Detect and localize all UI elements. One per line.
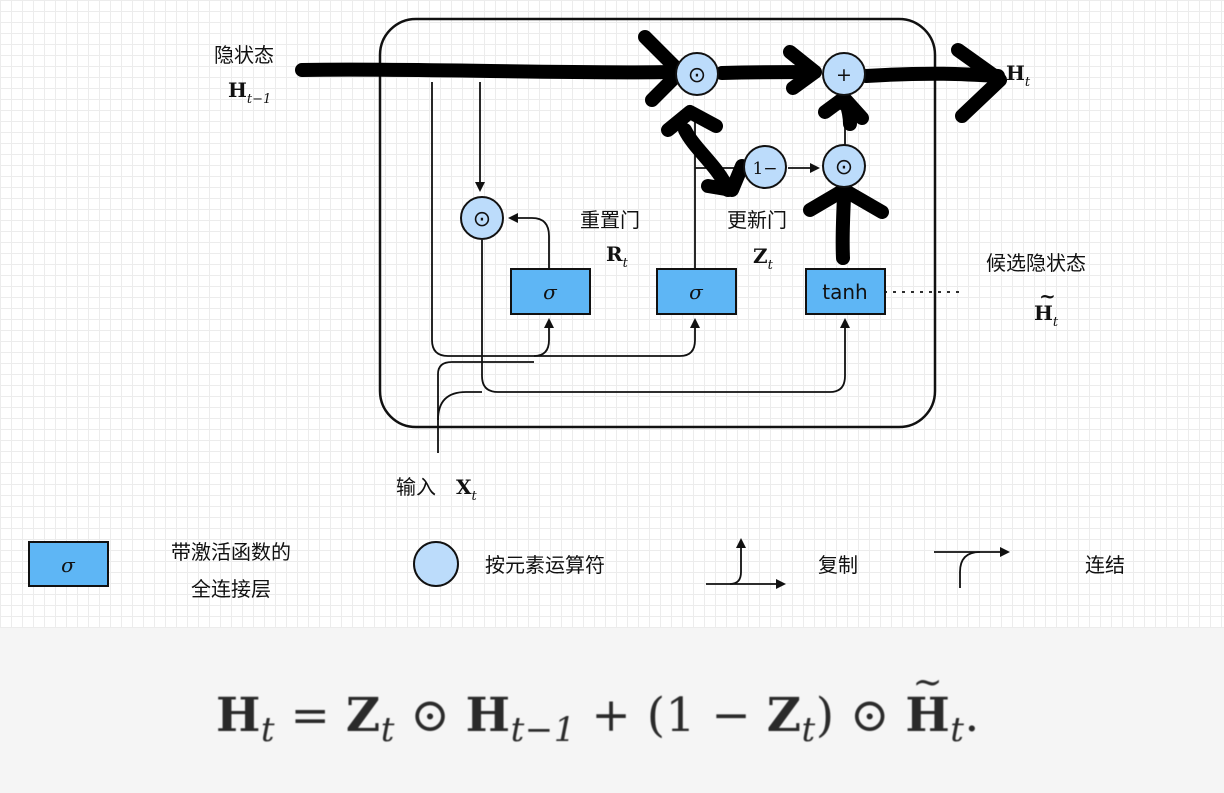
odot-top: ⊙: [675, 52, 719, 96]
legend-concat-label: 连结: [1085, 553, 1125, 577]
diagram-area: [0, 0, 1224, 628]
h-prev-label: Ht−1: [228, 78, 271, 107]
gru-update-equation: Ht = Zt ⊙ Ht−1 + (1 − Zt) ⊙ ~Ht.: [216, 662, 980, 750]
tanh-box: tanh: [805, 268, 886, 315]
one-minus-symbol: 1−: [752, 159, 777, 179]
update-sigma-label: σ: [689, 280, 704, 304]
legend-fc-box: [28, 541, 109, 587]
input-label: 输入: [396, 475, 436, 499]
r-label: Rt: [606, 242, 629, 271]
equation-area: [0, 628, 1224, 793]
gru-cell-frame: [378, 17, 937, 429]
reset-gate-label: 重置门: [580, 208, 640, 232]
update-sigma-box: σ: [656, 268, 737, 315]
reset-sigma-label: σ: [543, 280, 558, 304]
legend-elementwise-label: 按元素运算符: [485, 553, 605, 577]
gru-diagram: ⊙ ⊙ + 1− ⊙ σ σ tanh 隐状态 Ht−1 Ht 重置门 Rt 更…: [28, 17, 1125, 601]
odot-candidate: ⊙: [822, 144, 866, 188]
legend: σ 带激活函数的 全连接层 按元素运算符 复制 连结: [28, 538, 1125, 601]
legend-elementwise-circle: [413, 541, 459, 587]
legend-copy-label: 复制: [818, 553, 858, 577]
odot-candidate-symbol: ⊙: [835, 155, 853, 180]
x-label: Xt: [456, 475, 478, 504]
legend-fc-line2: 全连接层: [191, 577, 271, 601]
plus-symbol: +: [836, 64, 852, 86]
odot-reset-symbol: ⊙: [473, 207, 491, 232]
legend-fc-sigma: σ: [61, 553, 76, 577]
tanh-label: tanh: [822, 280, 867, 304]
h-tilde-term: ~H: [905, 662, 951, 743]
h-tilde-label: Ht: [1034, 301, 1059, 330]
update-gate-label: 更新门: [727, 208, 787, 232]
one-minus-node: 1−: [743, 145, 787, 189]
legend-concat-icon: [934, 547, 1010, 588]
candidate-label: 候选隐状态: [986, 251, 1086, 275]
thick-overlay: [295, 30, 1007, 265]
plus-node: +: [822, 52, 866, 96]
odot-top-symbol: ⊙: [688, 63, 706, 88]
reset-sigma-box: σ: [510, 268, 591, 315]
odot-reset: ⊙: [460, 196, 504, 240]
h-tilde-accent: ~: [1039, 284, 1056, 308]
z-label: Zt: [753, 244, 774, 273]
hidden-state-label: 隐状态: [214, 43, 274, 67]
legend-fc-line1: 带激活函数的: [171, 540, 291, 564]
legend-copy-icon: [706, 538, 786, 589]
h-out-label: Ht: [1006, 61, 1031, 90]
